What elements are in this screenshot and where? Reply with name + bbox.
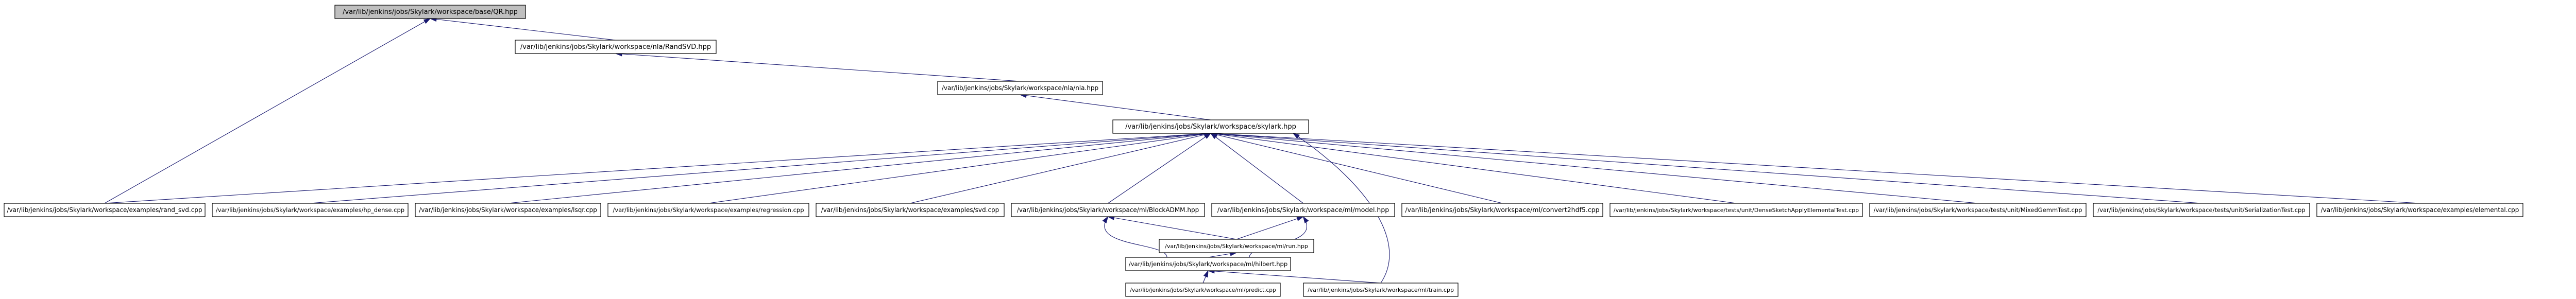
node-blockadmm[interactable]: /var/lib/jenkins/jobs/Skylark/workspace/… (1011, 203, 1205, 217)
node-qr[interactable]: /var/lib/jenkins/jobs/Skylark/workspace/… (334, 5, 526, 19)
edge-skylark-to-blockadmm (1108, 133, 1212, 204)
edge-hilbert-to-predict (1202, 270, 1209, 284)
node-label: /var/lib/jenkins/jobs/Skylark/workspace/… (613, 206, 804, 214)
node-label: /var/lib/jenkins/jobs/Skylark/workspace/… (1165, 243, 1308, 250)
node-mixedgemm[interactable]: /var/lib/jenkins/jobs/Skylark/workspace/… (1869, 203, 2087, 217)
node-label: /var/lib/jenkins/jobs/Skylark/workspace/… (1130, 287, 1276, 293)
node-convert2hdf5[interactable]: /var/lib/jenkins/jobs/Skylark/workspace/… (1401, 203, 1603, 217)
edge-skylark-to-svdcpp (910, 132, 1212, 204)
node-hilbert[interactable]: /var/lib/jenkins/jobs/Skylark/workspace/… (1125, 257, 1291, 271)
node-predict[interactable]: /var/lib/jenkins/jobs/Skylark/workspace/… (1125, 283, 1281, 297)
edge-skylark-to-regression (708, 132, 1212, 204)
edge-hilbert-to-train (1207, 269, 1381, 284)
node-svdcpp[interactable]: /var/lib/jenkins/jobs/Skylark/workspace/… (816, 203, 1005, 217)
node-label: /var/lib/jenkins/jobs/Skylark/workspace/… (216, 206, 404, 214)
node-label: /var/lib/jenkins/jobs/Skylark/workspace/… (1308, 287, 1454, 293)
node-train[interactable]: /var/lib/jenkins/jobs/Skylark/workspace/… (1303, 283, 1459, 297)
node-label: /var/lib/jenkins/jobs/Skylark/workspace/… (1017, 206, 1199, 214)
edge-skylark-to-mixedgemm (1210, 131, 1978, 204)
node-model[interactable]: /var/lib/jenkins/jobs/Skylark/workspace/… (1211, 203, 1395, 217)
node-label: /var/lib/jenkins/jobs/Skylark/workspace/… (419, 206, 597, 214)
node-label: /var/lib/jenkins/jobs/Skylark/workspace/… (2097, 206, 2305, 214)
node-label: /var/lib/jenkins/jobs/Skylark/workspace/… (1125, 123, 1296, 131)
node-label: /var/lib/jenkins/jobs/Skylark/workspace/… (1405, 206, 1599, 214)
nodes: /var/lib/jenkins/jobs/Skylark/workspace/… (4, 5, 2523, 297)
node-nla[interactable]: /var/lib/jenkins/jobs/Skylark/workspace/… (937, 81, 1103, 95)
node-run[interactable]: /var/lib/jenkins/jobs/Skylark/workspace/… (1159, 239, 1314, 253)
edge-qr-to-randsvdcpp (104, 18, 431, 204)
edge-blockadmm-to-hilbert (1102, 216, 1167, 258)
edge-nla-to-skylark (1019, 93, 1211, 120)
edge-skylark-to-elemental (1210, 131, 2420, 204)
node-label: /var/lib/jenkins/jobs/Skylark/workspace/… (1217, 206, 1389, 214)
edge-skylark-to-serialization (1210, 131, 2202, 204)
node-label: /var/lib/jenkins/jobs/Skylark/workspace/… (520, 43, 711, 51)
edge-randsvd-to-nla (615, 51, 1021, 82)
node-label: /var/lib/jenkins/jobs/Skylark/workspace/… (1874, 206, 2082, 214)
node-hpdense[interactable]: /var/lib/jenkins/jobs/Skylark/workspace/… (212, 203, 409, 217)
node-randsvdcpp[interactable]: /var/lib/jenkins/jobs/Skylark/workspace/… (4, 203, 206, 217)
edge-model-to-run (1236, 216, 1304, 240)
edge-blockadmm-to-run (1107, 215, 1237, 240)
node-label: /var/lib/jenkins/jobs/Skylark/workspace/… (7, 206, 202, 214)
edge-skylark-to-lsqr (507, 131, 1212, 204)
edge-qr-to-randsvd (429, 16, 616, 41)
node-skylark[interactable]: /var/lib/jenkins/jobs/Skylark/workspace/… (1112, 119, 1309, 134)
node-densesketch[interactable]: /var/lib/jenkins/jobs/Skylark/workspace/… (1609, 203, 1863, 217)
node-label: /var/lib/jenkins/jobs/Skylark/workspace/… (2321, 206, 2519, 214)
node-label: /var/lib/jenkins/jobs/Skylark/workspace/… (343, 8, 518, 16)
edge-skylark-to-hpdense (310, 131, 1212, 204)
edge-skylark-to-randsvdcpp (104, 131, 1212, 204)
edges (104, 16, 2420, 284)
node-serialization[interactable]: /var/lib/jenkins/jobs/Skylark/workspace/… (2093, 203, 2310, 217)
node-regression[interactable]: /var/lib/jenkins/jobs/Skylark/workspace/… (607, 203, 809, 217)
node-lsqr[interactable]: /var/lib/jenkins/jobs/Skylark/workspace/… (415, 203, 601, 217)
node-elemental[interactable]: /var/lib/jenkins/jobs/Skylark/workspace/… (2316, 203, 2523, 217)
node-randsvd[interactable]: /var/lib/jenkins/jobs/Skylark/workspace/… (515, 40, 717, 54)
node-label: /var/lib/jenkins/jobs/Skylark/workspace/… (1614, 207, 1859, 214)
node-label: /var/lib/jenkins/jobs/Skylark/workspace/… (942, 84, 1098, 92)
node-label: /var/lib/jenkins/jobs/Skylark/workspace/… (1129, 260, 1287, 268)
node-label: /var/lib/jenkins/jobs/Skylark/workspace/… (821, 206, 999, 214)
